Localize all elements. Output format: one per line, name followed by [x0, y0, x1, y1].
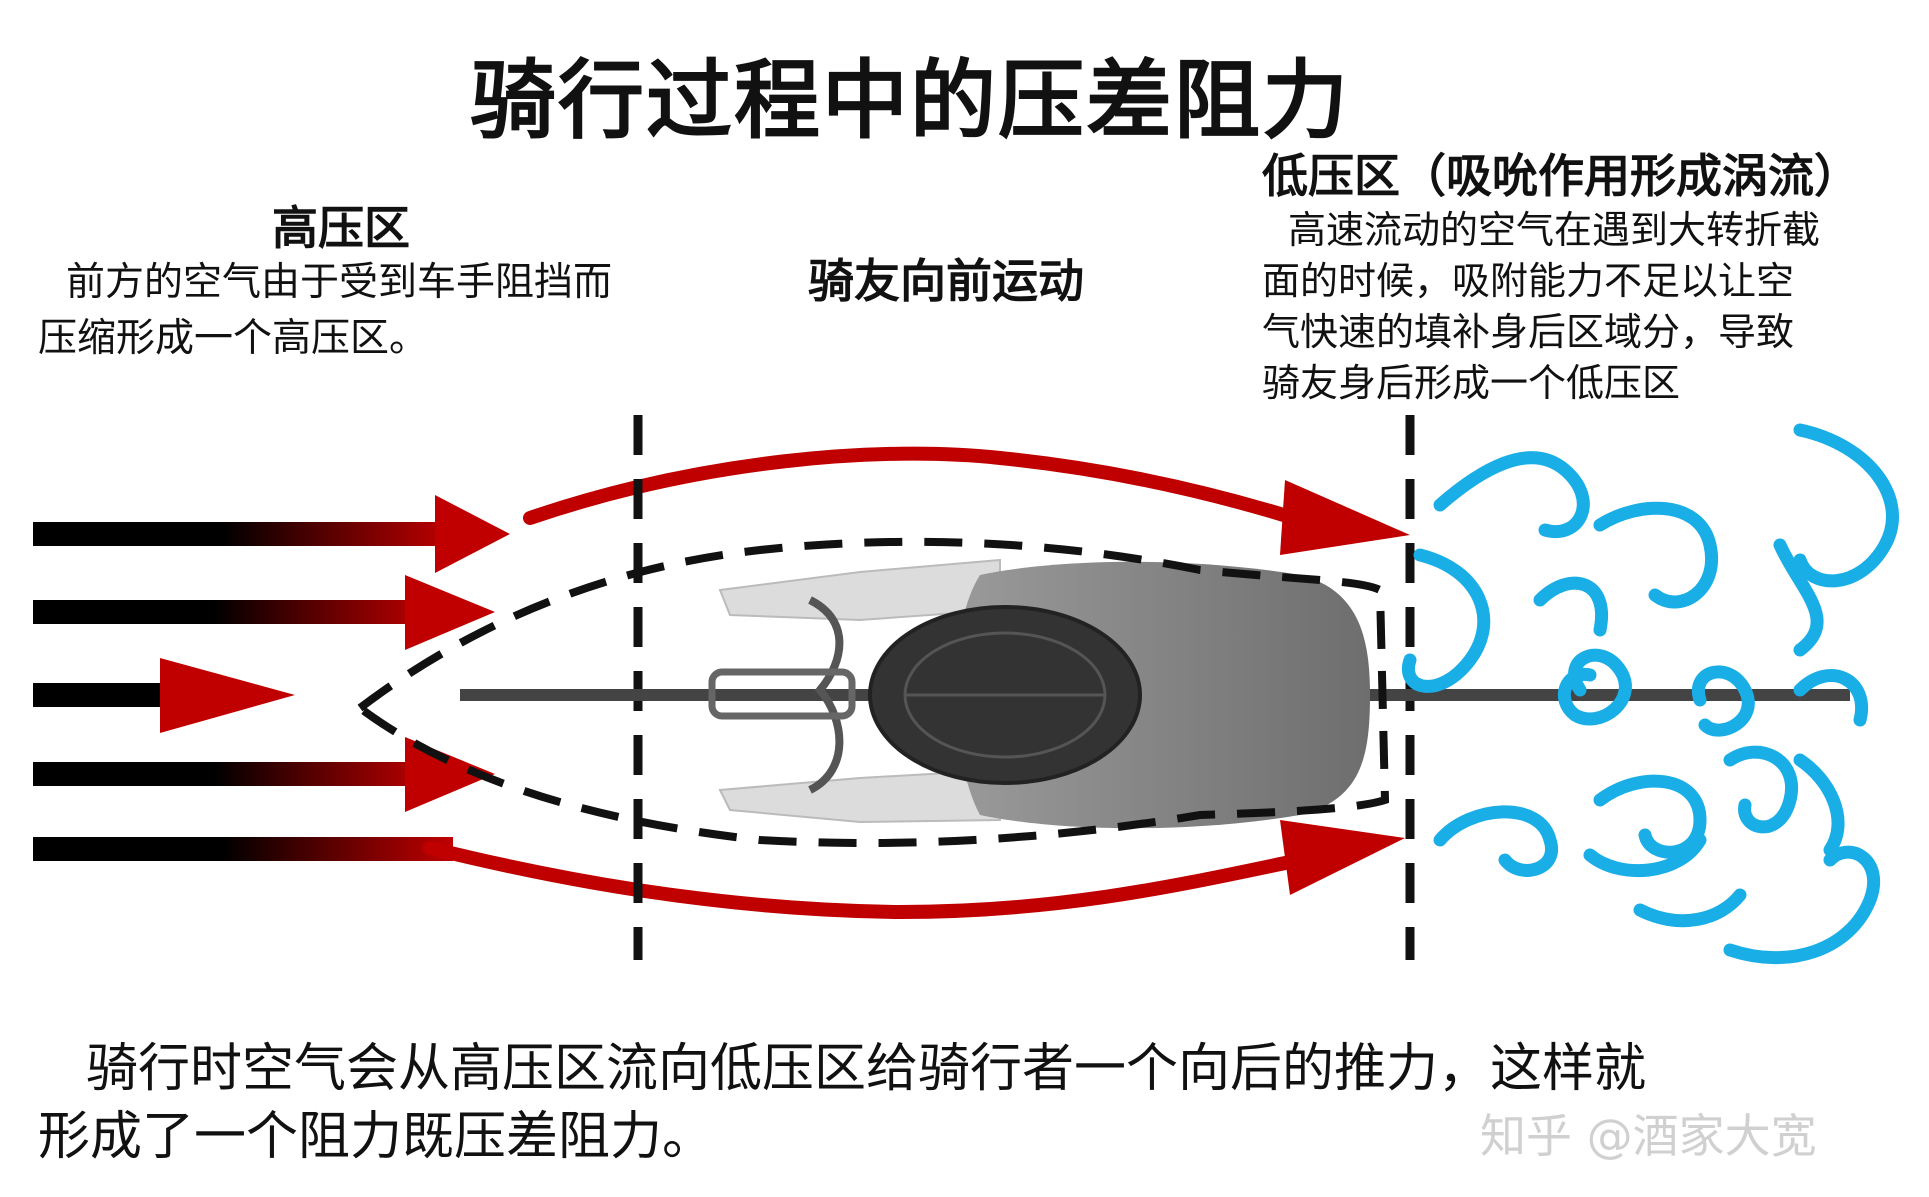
vortex-swirl	[1583, 833, 1707, 878]
vortex-swirl	[1593, 774, 1707, 859]
bottom-flow-curve	[423, 841, 1297, 920]
deflected-airflow	[423, 446, 1307, 920]
watermark: 知乎 @酒家大宽	[1480, 1109, 1817, 1163]
motion-label: 骑友向前运动	[808, 254, 1084, 308]
low-pressure-desc-line: 高速流动的空气在遇到大转折截	[1288, 208, 1821, 252]
vortex-swirl	[1557, 648, 1632, 726]
airflow-bar	[33, 762, 433, 786]
airflow-bar	[33, 600, 433, 624]
vortex-swirl	[1593, 501, 1718, 609]
vortex-swirl	[1793, 669, 1868, 727]
airflow-arrowhead	[405, 737, 495, 812]
vortex-swirl	[1691, 665, 1755, 737]
rider-top-view-icon	[460, 558, 1850, 829]
low-pressure-desc-line: 骑友身后形成一个低压区	[1262, 361, 1681, 405]
bottom-text-line: 骑行时空气会从高压区流向低压区给骑行者一个向后的推力，这样就	[86, 1039, 1647, 1099]
stem	[708, 668, 856, 720]
top-flow-curve	[523, 446, 1307, 527]
vortex-swirl	[1402, 548, 1491, 693]
bottom-explanation: 骑行时空气会从高压区流向低压区给骑行者一个向后的推力，这样就 形成了一个阻力既压…	[38, 1035, 1646, 1171]
low-pressure-desc-line: 气快速的填补身后区域分，导致	[1262, 310, 1795, 354]
vortex-swirl	[1723, 845, 1881, 965]
high-pressure-title: 高压区	[272, 201, 410, 255]
vortex-icon	[1402, 423, 1899, 965]
handlebar	[808, 596, 844, 794]
airflow-bar	[33, 837, 453, 861]
high-pressure-desc-line: 前方的空气由于受到车手阻挡而	[66, 260, 613, 305]
airflow-arrowhead	[405, 575, 495, 650]
top-flow-arrowhead	[1280, 480, 1410, 555]
vortex-swirl	[1723, 745, 1798, 834]
airflow-bar	[33, 522, 453, 546]
low-pressure-title: 低压区（吸吮作用形成涡流）	[1262, 149, 1860, 203]
rider-arm	[718, 768, 1001, 824]
bottom-text-line: 形成了一个阻力既压差阻力。	[38, 1107, 715, 1167]
low-pressure-desc-line: 面的时候，吸附能力不足以让空	[1262, 259, 1795, 303]
low-pressure-description: 高速流动的空气在遇到大转折截 面的时候，吸附能力不足以让空 气快速的填补身后区域…	[1262, 205, 1820, 409]
incoming-airflow	[33, 495, 510, 861]
high-pressure-desc-line: 压缩形成一个高压区。	[38, 316, 429, 361]
vortex-swirl	[1433, 805, 1559, 877]
airflow-arrowhead	[435, 495, 510, 573]
vortex-swirl	[1533, 576, 1608, 637]
vortex-swirl	[1773, 538, 1824, 657]
page-title: 骑行过程中的压差阻力	[470, 51, 1350, 151]
vortex-swirl	[1793, 753, 1845, 857]
vortex-swirl	[1793, 423, 1899, 588]
bottom-flow-arrowhead	[1280, 820, 1405, 895]
airflow-arrowhead	[160, 658, 295, 733]
high-pressure-description: 前方的空气由于受到车手阻挡而 压缩形成一个高压区。	[38, 255, 612, 367]
aero-envelope-outline	[353, 537, 1390, 847]
vortex-swirl	[1433, 451, 1590, 538]
vortex-swirl	[1633, 888, 1747, 928]
